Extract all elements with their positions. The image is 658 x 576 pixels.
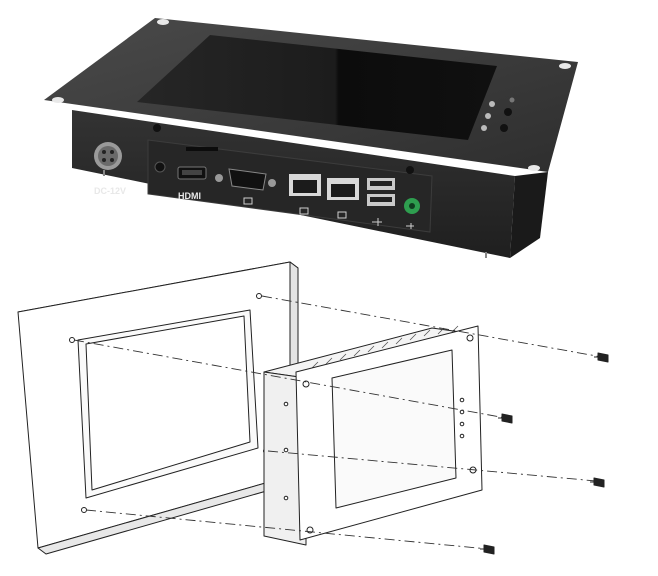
dc-jack [154, 161, 166, 173]
device-chassis [263, 325, 483, 546]
bezel-hole [466, 334, 474, 342]
card-slot [186, 147, 218, 151]
hdmi-label: HDMI [178, 191, 201, 201]
screw-icon [590, 477, 605, 488]
panel-hole [81, 507, 87, 513]
chassis-feet [103, 170, 487, 258]
vga-port [215, 168, 276, 191]
mounting-hole [157, 19, 169, 25]
audio-jack [404, 198, 420, 214]
mounting-hole [528, 165, 540, 171]
screw-icon [480, 544, 495, 555]
lan-port-2 [327, 178, 359, 200]
display-screen [137, 35, 497, 140]
screw-icon [498, 413, 513, 424]
screw-icon [594, 352, 609, 363]
chassis-right-side [510, 172, 548, 258]
assembly-diagram [17, 261, 609, 555]
screw-icon [153, 124, 161, 132]
screws [480, 352, 609, 555]
port-symbol-icons [243, 197, 414, 229]
lan-port-1 [289, 174, 321, 196]
front-panel-buttons [481, 97, 515, 132]
mounting-hole [52, 97, 64, 103]
mounting-hole [559, 63, 571, 69]
hdmi-port [177, 166, 207, 180]
screw-icon [406, 166, 414, 174]
panel-hole [69, 337, 75, 343]
usb-ports [367, 178, 395, 206]
alignment-lines [73, 295, 603, 550]
product-photo: DC-12V HDMI [44, 18, 578, 258]
bezel-hole [302, 380, 310, 388]
mounting-panel [17, 261, 299, 555]
panel-hole [256, 293, 262, 299]
dc-power-connector [94, 142, 122, 170]
power-label: DC-12V [94, 186, 126, 196]
